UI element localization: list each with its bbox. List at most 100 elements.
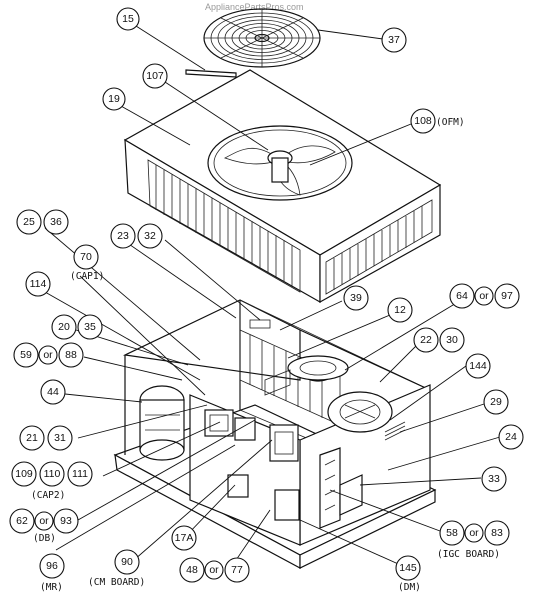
callout-36: 36 xyxy=(43,209,69,235)
tag-ofm: (OFM) xyxy=(436,117,465,128)
svg-text:21: 21 xyxy=(26,432,38,444)
or-64-97: or xyxy=(474,286,494,306)
top-cover-drawing xyxy=(123,69,442,304)
svg-text:109: 109 xyxy=(15,468,33,480)
callout-108: 108 xyxy=(410,108,436,134)
svg-text:97: 97 xyxy=(501,290,513,302)
or-48-77: or xyxy=(204,560,224,580)
callout-58: 58 xyxy=(439,520,465,546)
callout-97: 97 xyxy=(494,283,520,309)
svg-text:or: or xyxy=(479,290,489,302)
svg-text:83: 83 xyxy=(491,527,503,539)
callout-110: 110 xyxy=(39,461,65,487)
svg-text:110: 110 xyxy=(44,468,61,480)
svg-text:39: 39 xyxy=(350,292,362,304)
svg-text:20: 20 xyxy=(58,321,70,333)
svg-text:19: 19 xyxy=(108,93,120,105)
callout-114: 114 xyxy=(25,271,51,297)
tag-cap2: (CAP2) xyxy=(31,490,65,501)
svg-text:25: 25 xyxy=(23,216,35,228)
or-59-88: or xyxy=(38,345,58,365)
callout-35: 35 xyxy=(77,314,103,340)
callout-70: 70 xyxy=(73,244,99,270)
svg-text:77: 77 xyxy=(231,564,243,576)
svg-text:107: 107 xyxy=(146,70,164,82)
callout-88: 88 xyxy=(58,342,84,368)
callout-29: 29 xyxy=(483,389,509,415)
svg-text:or: or xyxy=(469,527,479,539)
callout-44: 44 xyxy=(40,379,66,405)
svg-text:12: 12 xyxy=(394,304,406,316)
svg-text:or: or xyxy=(39,515,49,527)
leader-lines xyxy=(44,25,501,570)
svg-text:17A: 17A xyxy=(175,532,194,544)
svg-text:108: 108 xyxy=(414,115,432,127)
svg-text:or: or xyxy=(43,349,53,361)
watermark-text: AppliancePartsPros.com xyxy=(205,2,304,12)
svg-text:58: 58 xyxy=(446,527,458,539)
svg-text:96: 96 xyxy=(46,560,58,572)
tag-db: (DB) xyxy=(33,533,56,544)
callout-93: 93 xyxy=(53,508,79,534)
callout-33: 33 xyxy=(481,466,507,492)
callout-12: 12 xyxy=(387,297,413,323)
tag-dm: (DM) xyxy=(398,582,421,593)
svg-text:35: 35 xyxy=(84,321,96,333)
callout-23: 23 xyxy=(110,223,136,249)
callout-96: 96 xyxy=(39,553,65,579)
callout-17a: 17A xyxy=(171,525,197,551)
svg-text:144: 144 xyxy=(469,360,487,372)
tag-mr: (MR) xyxy=(40,582,63,593)
callout-25: 25 xyxy=(16,209,42,235)
base-unit-drawing xyxy=(113,299,437,570)
svg-text:70: 70 xyxy=(80,251,92,263)
callout-20: 20 xyxy=(51,314,77,340)
callout-48: 48 xyxy=(179,557,205,583)
svg-text:23: 23 xyxy=(117,230,129,242)
tag-igc-board: (IGC BOARD) xyxy=(437,549,500,560)
svg-text:88: 88 xyxy=(65,349,77,361)
callout-21: 21 xyxy=(19,425,45,451)
callout-22: 22 xyxy=(413,327,439,353)
svg-text:29: 29 xyxy=(490,396,502,408)
callout-107: 107 xyxy=(142,63,168,89)
svg-text:44: 44 xyxy=(47,386,59,398)
svg-text:22: 22 xyxy=(420,334,432,346)
svg-text:30: 30 xyxy=(446,334,458,346)
callout-24: 24 xyxy=(498,424,524,450)
callout-15: 15 xyxy=(116,7,140,31)
svg-text:93: 93 xyxy=(60,515,72,527)
callout-111: 111 xyxy=(67,461,93,487)
svg-text:64: 64 xyxy=(456,290,468,302)
tag-cap1: (CAP1) xyxy=(70,271,104,282)
callout-83: 83 xyxy=(484,520,510,546)
svg-text:15: 15 xyxy=(122,13,134,25)
svg-text:24: 24 xyxy=(505,431,517,443)
or-58-83: or xyxy=(464,523,484,543)
svg-text:90: 90 xyxy=(121,556,133,568)
callout-77: 77 xyxy=(224,557,250,583)
callout-32: 32 xyxy=(137,223,163,249)
svg-text:114: 114 xyxy=(30,278,47,290)
fan-grille-drawing xyxy=(203,8,321,68)
strip-15-drawing xyxy=(185,69,237,78)
svg-text:62: 62 xyxy=(16,515,28,527)
svg-text:37: 37 xyxy=(388,34,400,46)
callout-144: 144 xyxy=(465,353,491,379)
callout-39: 39 xyxy=(343,285,369,311)
svg-text:111: 111 xyxy=(72,468,88,480)
callout-109: 109 xyxy=(11,461,37,487)
callout-31: 31 xyxy=(47,425,73,451)
svg-text:33: 33 xyxy=(488,473,500,485)
svg-text:32: 32 xyxy=(144,230,156,242)
callout-64: 64 xyxy=(449,283,475,309)
callout-90: 90 xyxy=(114,549,140,575)
svg-text:145: 145 xyxy=(399,562,417,574)
callout-62: 62 xyxy=(9,508,35,534)
callout-19: 19 xyxy=(102,87,126,111)
svg-text:or: or xyxy=(209,564,219,576)
svg-text:59: 59 xyxy=(20,349,32,361)
callout-59: 59 xyxy=(13,342,39,368)
svg-text:31: 31 xyxy=(54,432,66,444)
